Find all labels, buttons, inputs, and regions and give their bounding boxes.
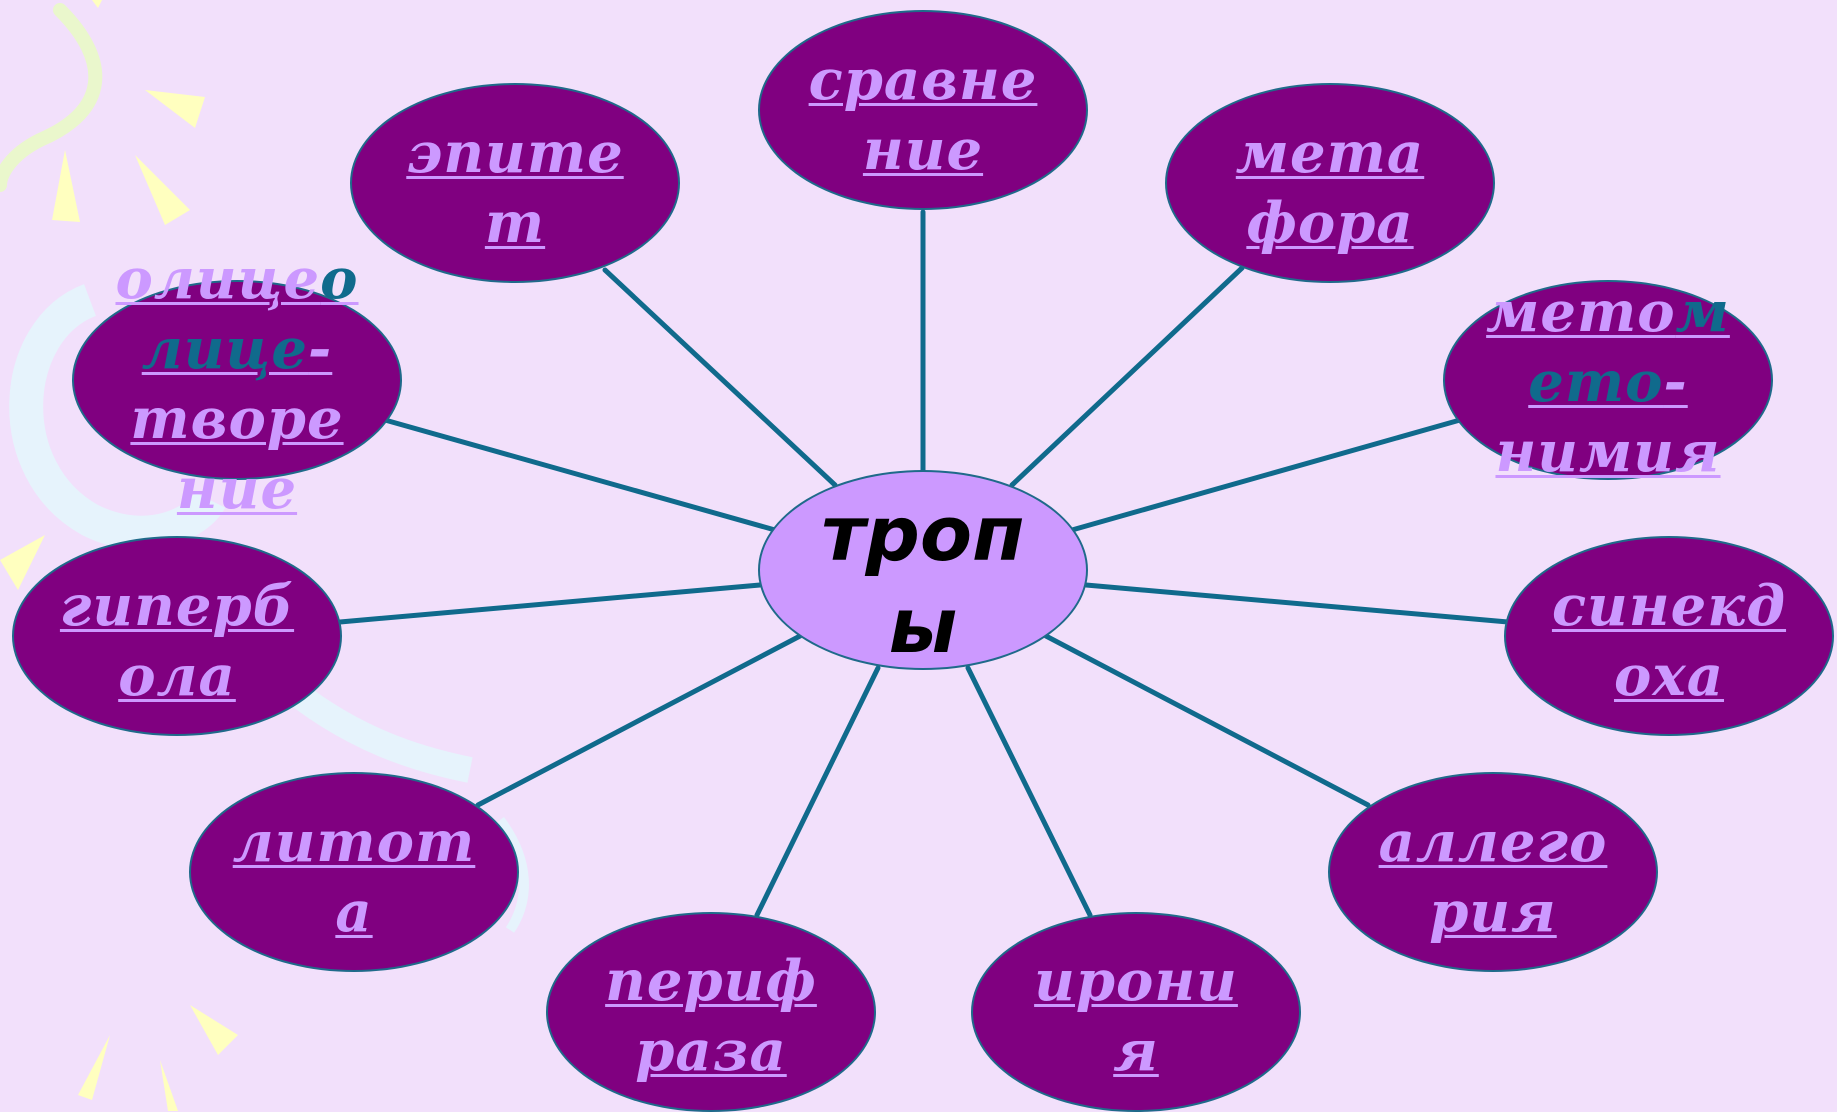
connector-sinekdoha bbox=[1083, 582, 1511, 625]
label-line: аллего bbox=[1378, 809, 1608, 875]
label-line: рия bbox=[1429, 879, 1557, 945]
label-line: я bbox=[1113, 1018, 1159, 1084]
label-line: ирони bbox=[1034, 948, 1238, 1014]
label-line: т bbox=[484, 190, 546, 256]
center-label-line1: троп bbox=[821, 489, 1025, 578]
label-olitsetvorenie[interactable]: олицео лице- творе ние bbox=[72, 244, 402, 524]
label-part: м bbox=[1675, 279, 1730, 345]
label-part: лице bbox=[141, 316, 309, 382]
node-olitsetvorenie[interactable] bbox=[72, 280, 402, 480]
spark-decoration bbox=[78, 1035, 110, 1100]
center-label-line2: ы bbox=[888, 581, 958, 670]
connector-litota bbox=[475, 633, 803, 808]
connector-giperbola bbox=[337, 582, 763, 625]
label-line: а bbox=[335, 879, 373, 945]
node-sinekdoha[interactable] bbox=[1504, 536, 1834, 736]
label-line: ола bbox=[118, 643, 236, 709]
node-metafora[interactable] bbox=[1165, 83, 1495, 283]
label-sinekdoha[interactable]: синекд оха bbox=[1504, 571, 1834, 711]
label-metonimia[interactable]: метом ето- нимия bbox=[1443, 277, 1773, 487]
label-line: синекд bbox=[1551, 573, 1787, 639]
label-part: ето bbox=[1528, 349, 1664, 415]
node-ironia[interactable] bbox=[971, 912, 1301, 1112]
node-sravnenie[interactable] bbox=[758, 10, 1088, 210]
swirl-decoration bbox=[271, 670, 473, 783]
connector-olitsetvorenie bbox=[382, 417, 778, 533]
connector-epitet bbox=[602, 267, 838, 488]
spark-decoration bbox=[160, 1060, 178, 1111]
label-line: ние bbox=[862, 117, 984, 183]
node-perifraza[interactable] bbox=[546, 912, 876, 1112]
center-node-tropy[interactable] bbox=[758, 470, 1088, 670]
label-part: мето bbox=[1486, 279, 1676, 345]
node-giperbola[interactable] bbox=[12, 536, 342, 736]
connector-metafora bbox=[1009, 265, 1245, 488]
connector-metonimia bbox=[1069, 417, 1463, 533]
label-sravnenie[interactable]: сравне ние bbox=[758, 45, 1088, 185]
spark-decoration bbox=[52, 150, 80, 222]
spark-decoration bbox=[0, 535, 45, 590]
label-line: литот bbox=[232, 809, 476, 875]
center-label: троп ы bbox=[758, 488, 1088, 672]
label-line: олицео bbox=[72, 244, 402, 314]
swirl-decoration bbox=[9, 284, 226, 550]
label-ironia[interactable]: ирони я bbox=[971, 946, 1301, 1086]
connector-ironia bbox=[965, 665, 1093, 918]
node-epitet[interactable] bbox=[350, 83, 680, 283]
label-line: ето- bbox=[1443, 347, 1773, 417]
label-line: мета bbox=[1235, 120, 1425, 186]
label-line: эпите bbox=[406, 120, 624, 186]
swirl-decoration bbox=[495, 817, 529, 933]
label-line: нимия bbox=[1495, 419, 1721, 485]
node-metonimia[interactable] bbox=[1443, 280, 1773, 480]
label-line: гиперб bbox=[59, 573, 295, 639]
node-allegoria[interactable] bbox=[1328, 772, 1658, 972]
label-line: творе bbox=[130, 386, 344, 452]
label-line: метом bbox=[1443, 277, 1773, 347]
label-part: - bbox=[1663, 349, 1688, 415]
label-part: - bbox=[308, 316, 333, 382]
connector-perifraza bbox=[754, 665, 881, 918]
spark-decoration bbox=[135, 155, 190, 225]
label-perifraza[interactable]: периф раза bbox=[546, 946, 876, 1086]
swirl-decoration bbox=[0, 3, 103, 192]
label-allegoria[interactable]: аллего рия bbox=[1328, 807, 1658, 947]
label-part: о bbox=[320, 246, 359, 312]
label-line: периф bbox=[605, 948, 817, 1014]
connector-allegoria bbox=[1043, 633, 1371, 808]
label-epitet[interactable]: эпите т bbox=[350, 118, 680, 258]
label-line: раза bbox=[635, 1018, 787, 1084]
label-line: ние bbox=[176, 456, 298, 522]
spark-decoration bbox=[145, 90, 205, 128]
label-metafora[interactable]: мета фора bbox=[1165, 118, 1495, 258]
spark-decoration bbox=[92, 0, 102, 8]
label-line: оха bbox=[1613, 643, 1725, 709]
node-litota[interactable] bbox=[189, 772, 519, 972]
label-line: лице- bbox=[72, 314, 402, 384]
label-part: олице bbox=[115, 246, 321, 312]
label-line: сравне bbox=[808, 47, 1038, 113]
label-giperbola[interactable]: гиперб ола bbox=[12, 571, 342, 711]
spark-decoration bbox=[190, 1005, 238, 1055]
label-litota[interactable]: литот а bbox=[189, 807, 519, 947]
label-line: фора bbox=[1246, 190, 1414, 256]
